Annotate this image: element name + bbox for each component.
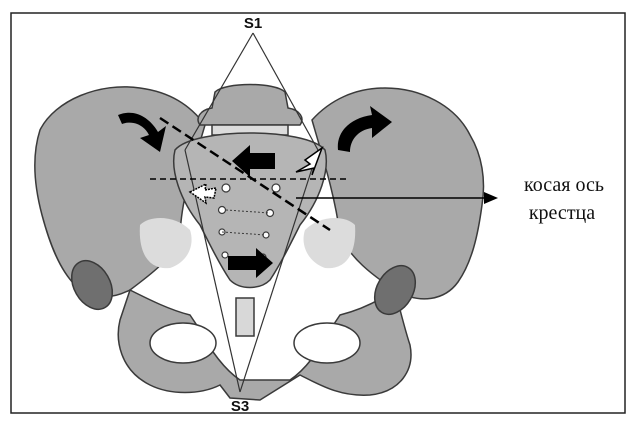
foramen [219,207,226,214]
left-obturator-foramen [150,323,216,363]
pubic-symphysis [236,298,254,336]
foramen [222,252,228,258]
label-s1: S1 [244,15,262,32]
right-obturator-foramen [294,323,360,363]
annotation-line-1: косая ось [524,174,604,196]
foramen [272,184,280,192]
foramen [222,184,230,192]
label-s3: S3 [231,398,249,415]
annotation-line-2: крестца [529,202,595,224]
